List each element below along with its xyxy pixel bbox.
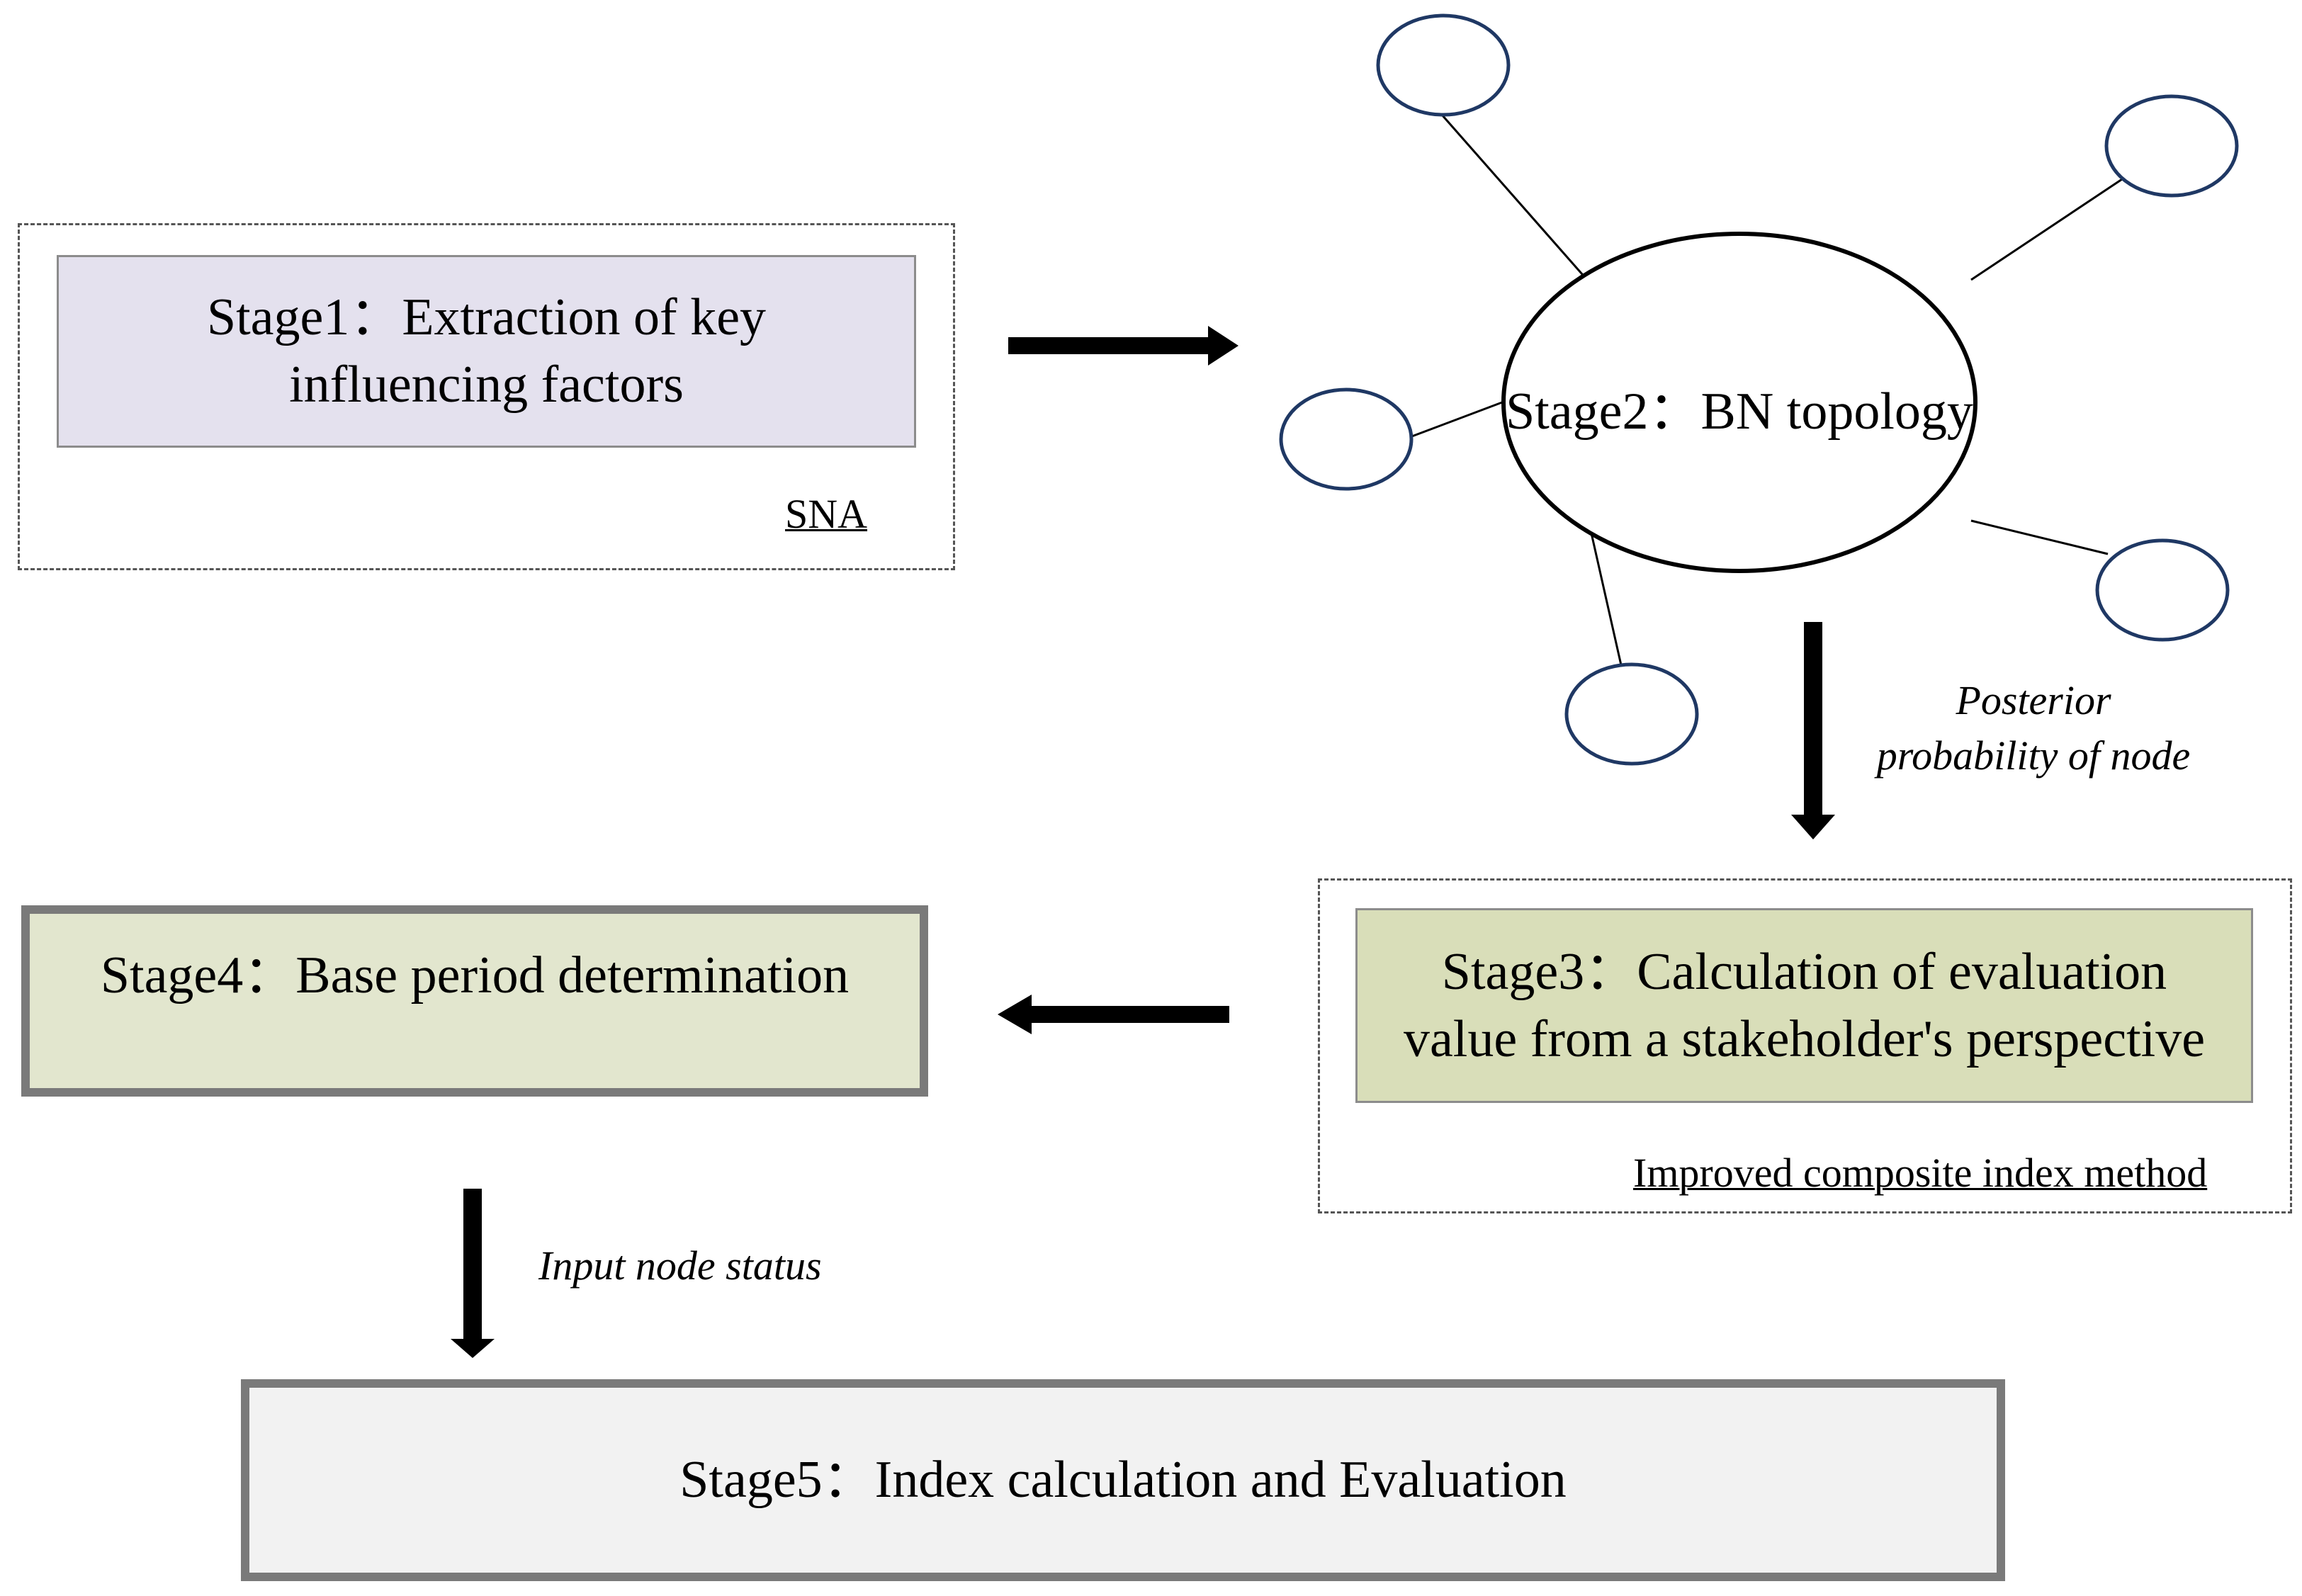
stage1-group <box>18 223 955 570</box>
stage3-box: Stage3：Calculation of evaluation value f… <box>1355 908 2253 1103</box>
stage3-label: Stage3：Calculation of evaluation value f… <box>1403 942 2206 1068</box>
stage2-label: Stage2：BN topology <box>1506 383 1973 441</box>
bn-central-node <box>1501 232 1977 573</box>
stage1-box: Stage1：Extraction of key influencing fac… <box>57 255 916 448</box>
stage4-label: Stage4：Base period determination <box>100 946 850 1004</box>
stage1-label: Stage1：Extraction of key influencing fac… <box>206 288 767 414</box>
bn-node-top <box>1376 13 1511 117</box>
stage1-method-label: SNA <box>785 491 868 537</box>
arrow-stage3-to-stage4 <box>998 995 1229 1034</box>
input-note: Input node status <box>538 1243 822 1289</box>
posterior-note: Posterior probability of node <box>1876 677 2191 779</box>
bn-node-left <box>1279 387 1414 491</box>
stage3-group <box>1318 878 2292 1213</box>
bn-node-bottom <box>1564 662 1699 766</box>
arrow-stage4-to-stage5 <box>451 1189 495 1358</box>
arrow-stage1-to-stage2 <box>1008 326 1239 366</box>
bn-node-right-bottom <box>2095 538 2230 642</box>
stage4-box: Stage4：Base period determination <box>21 905 928 1097</box>
bn-node-right-top <box>2104 94 2239 198</box>
arrow-stage2-to-stage3 <box>1791 622 1835 839</box>
stage5-box: Stage5：Index calculation and Evaluation <box>241 1379 2005 1581</box>
stage3-method-label: Improved composite index method <box>1633 1150 2208 1196</box>
stage5-label: Stage5：Index calculation and Evaluation <box>679 1451 1567 1510</box>
